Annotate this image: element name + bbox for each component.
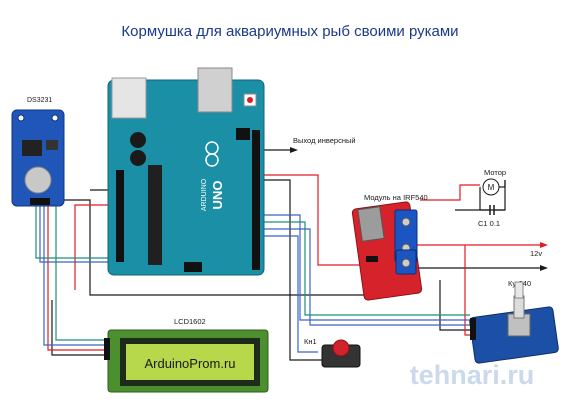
- label-capacitor: C1 0.1: [478, 219, 500, 228]
- label-lcd: LCD1602: [174, 317, 206, 326]
- power-analog-header: [116, 170, 124, 262]
- digital-header: [252, 130, 260, 270]
- uno-brand: UNO: [210, 181, 225, 210]
- usb-connector: [197, 67, 233, 113]
- encoder-pins: [470, 318, 476, 340]
- screw-icon: [401, 258, 411, 268]
- button-cap-icon: [332, 339, 350, 357]
- wire-enc-clk: [258, 214, 470, 321]
- lcd-text: ArduinoProm.ru: [144, 356, 235, 371]
- encoder-shaft: [513, 295, 525, 319]
- reset-icon: [247, 97, 253, 103]
- arduino-text: ARDUINO: [201, 178, 208, 211]
- motor-symbol: M: [488, 183, 495, 192]
- label-12v: 12v: [530, 249, 542, 258]
- wire-button-data: [258, 235, 318, 353]
- push-button: Кн1: [304, 337, 361, 368]
- wires: [35, 149, 540, 361]
- wire-button: [255, 179, 330, 361]
- arrow-output: [290, 147, 298, 153]
- label-motor: Мотор: [484, 168, 506, 177]
- wire-encoder-vcc: [464, 245, 472, 336]
- ds3231-eeprom: [46, 140, 58, 150]
- battery-icon: [24, 166, 52, 194]
- diagram-title: Кормушка для аквариумных рыб своими рука…: [121, 23, 458, 40]
- lcd-i2c-pins: [104, 338, 110, 360]
- wire-lcd-vcc: [47, 205, 108, 351]
- wire-lcd-gnd: [51, 300, 108, 356]
- ds3231-module: DS3231: [11, 97, 65, 207]
- wire-enc-dt: [258, 221, 470, 316]
- pin-header: [366, 256, 378, 262]
- wire-encoder-gnd: [439, 280, 470, 331]
- encoder-knob: [514, 281, 524, 299]
- label-ds3231: DS3231: [27, 97, 52, 104]
- lcd1602-module: LCD1602 ArduinoProm.ru: [104, 317, 269, 393]
- arrow-12v-pos: [540, 242, 548, 248]
- wire-enc-sw: [258, 228, 470, 326]
- ds3231-hole: [17, 114, 25, 122]
- infinity-logo-icon: [205, 153, 219, 167]
- irf540-module: Модуль на IRF540: [351, 193, 428, 301]
- wire-signal-out: [258, 174, 360, 266]
- label-module: Модуль на IRF540: [364, 193, 428, 202]
- arduino-logo-group: UNO ARDUINO: [201, 178, 225, 211]
- wire-lcd-scl: [55, 205, 108, 341]
- lcd-screen: [126, 344, 254, 380]
- watermark: tehnari.ru: [410, 360, 535, 390]
- icsp-header: [236, 128, 250, 140]
- wire-scl: [35, 205, 120, 259]
- label-output: Выход инверсный: [293, 136, 356, 145]
- capacitor-right: [130, 150, 146, 166]
- label-button: Кн1: [304, 337, 317, 346]
- arrow-12v-gnd: [540, 265, 548, 271]
- atmega-chip: [148, 165, 162, 265]
- wire-sda: [39, 205, 120, 263]
- wire-lcd-sda: [43, 205, 108, 346]
- power-jack: [111, 77, 147, 119]
- arduino-uno-board: UNO ARDUINO: [107, 67, 265, 276]
- ds3231-chip: [22, 140, 42, 156]
- icsp-header-bottom: [184, 262, 202, 272]
- arduino-pcb: [107, 79, 265, 276]
- ds3231-hole: [51, 114, 59, 122]
- wire-gnd-main: [62, 199, 395, 296]
- ds3231-header: [30, 198, 50, 205]
- screw-icon: [401, 217, 411, 227]
- heatsink-tab: [357, 206, 385, 242]
- motor-group: Мотор M C1 0.1: [478, 168, 506, 228]
- capacitor-left: [130, 132, 146, 148]
- wire-motor-pos: [420, 184, 480, 201]
- rotary-encoder: Ку-040: [469, 279, 559, 364]
